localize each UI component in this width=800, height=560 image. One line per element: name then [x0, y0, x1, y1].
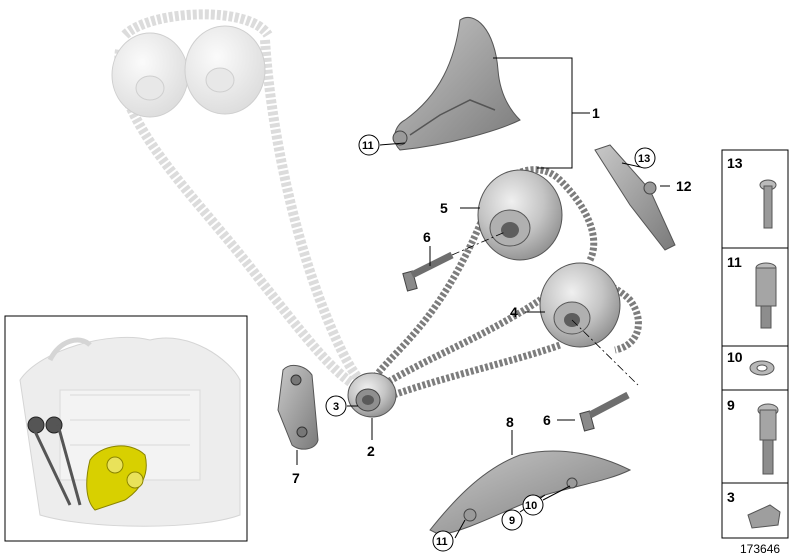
guide-pin-icon — [757, 403, 779, 475]
svg-text:10: 10 — [525, 500, 537, 512]
sleeve-bolt-icon — [755, 262, 777, 329]
callout-2: 2 — [367, 443, 375, 459]
callout-1: 1 — [592, 105, 600, 121]
torx-screw-icon — [759, 179, 777, 229]
svg-text:3: 3 — [727, 489, 735, 505]
inset-chain — [30, 424, 82, 506]
svg-text:13: 13 — [638, 153, 650, 165]
tensioner-rail — [429, 450, 632, 536]
svg-text:9: 9 — [727, 397, 735, 413]
chain-guide-piece — [594, 144, 676, 251]
parts-panel-item-10: 10 — [727, 349, 775, 376]
timing-chain-return — [378, 341, 562, 404]
callout-11-upper: 11 — [358, 134, 380, 156]
parts-panel-item-13: 13 — [727, 155, 777, 229]
parts-panel-item-11: 11 — [727, 254, 777, 329]
washer-icon — [749, 360, 775, 376]
chain-tensioner-bracket — [277, 364, 319, 450]
callout-11-lower: 11 — [432, 530, 454, 552]
parts-panel-item-3: 3 — [727, 489, 781, 529]
callout-6-intake: 6 — [423, 229, 431, 245]
callout-5: 5 — [440, 200, 448, 216]
ghost-chain-assembly — [111, 9, 364, 390]
ghost-chain-top-run — [121, 9, 273, 39]
svg-text:11: 11 — [362, 140, 374, 152]
central-bolt-exhaust — [571, 319, 639, 432]
camshaft-adjuster-exhaust — [539, 262, 621, 348]
callout-4: 4 — [510, 304, 518, 320]
svg-text:11: 11 — [727, 254, 742, 270]
key-wedge-icon — [747, 504, 781, 529]
svg-text:9: 9 — [509, 515, 515, 527]
crankshaft-sprocket — [347, 372, 397, 418]
svg-text:13: 13 — [727, 155, 743, 171]
callout-12: 12 — [676, 178, 692, 194]
camshaft-adjuster-intake — [477, 169, 563, 261]
callout-7: 7 — [292, 470, 300, 486]
callout-3: 3 — [325, 395, 347, 417]
callout-13: 13 — [634, 147, 656, 169]
callouts: 1 5 6 4 12 2 7 6 8 11 13 3 9 10 11 — [292, 105, 692, 552]
ghost-cam-sprocket-left — [111, 32, 189, 118]
callout-8: 8 — [506, 414, 514, 430]
callout-10: 10 — [522, 494, 544, 516]
svg-text:11: 11 — [436, 536, 448, 548]
ghost-chain-left-run — [114, 49, 358, 390]
ghost-chain-right-run — [260, 39, 364, 384]
upper-guide-rail — [392, 17, 521, 151]
parts-panel: 13 11 10 9 — [721, 149, 789, 539]
parts-panel-item-9: 9 — [727, 397, 779, 475]
callout-9: 9 — [501, 509, 523, 531]
diagram-id: 173646 — [740, 542, 780, 556]
engine-overview-inset — [4, 315, 248, 542]
svg-text:3: 3 — [333, 401, 339, 413]
svg-text:10: 10 — [727, 349, 743, 365]
central-bolt-intake — [402, 231, 506, 292]
callout-6-exhaust: 6 — [543, 412, 551, 428]
